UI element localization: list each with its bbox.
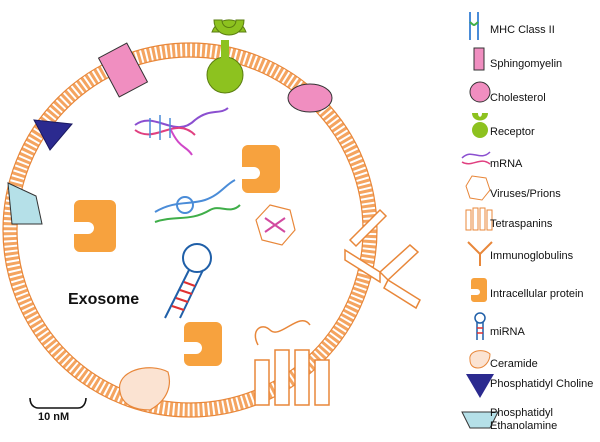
legend-item-mhc-class-ii: MHC Class II (448, 16, 600, 44)
legend-label: mRNA (490, 157, 523, 170)
legend-label: Viruses/Prions (490, 187, 561, 200)
phosphatidyl-choline-membrane (33, 119, 73, 151)
mrna-icon (461, 151, 491, 165)
tetraspanin-icon (465, 207, 493, 231)
mhc-class-ii-icon (469, 12, 479, 40)
legend-item-mirna: miRNA (448, 318, 600, 346)
phosphatidyl-ethanolamine-membrane (7, 182, 43, 225)
ceramide-icon (469, 350, 491, 369)
cholesterol-icon (469, 81, 491, 103)
intracellular-protein-left (74, 200, 116, 252)
mhc-class-ii-structure (154, 179, 241, 223)
ceramide-membrane (119, 367, 171, 411)
mirna-hairpin (164, 243, 212, 319)
legend-item-intracellular-protein: Intracellular protein (448, 280, 600, 308)
legend-label: Ceramide (490, 357, 538, 370)
legend-label: Immunoglobulins (490, 249, 574, 262)
legend-label: Tetraspanins (490, 217, 553, 230)
legend-label: MHC Class II (490, 23, 555, 36)
scale-bar-label: 10 nM (38, 411, 70, 423)
exosome-label: Exosome (68, 291, 140, 308)
immunoglobulin-icon (467, 241, 493, 266)
legend-item-sphingomyelin: Sphingomyelin (448, 50, 600, 78)
intracellular-protein-icon (471, 278, 487, 302)
sphingomyelin-icon (473, 47, 485, 71)
legend-item-tetraspanins: Tetraspanins (448, 210, 600, 238)
legend-item-cholesterol: Cholesterol (448, 84, 600, 112)
legend-label: Receptor (490, 125, 535, 138)
legend-item-receptor: Receptor (448, 118, 600, 146)
legend-item-viruses-prions: Viruses/Prions (448, 180, 600, 208)
legend-item-ceramide: Ceramide (448, 350, 600, 378)
receptor-icon (472, 113, 488, 138)
intracellular-protein-upper (242, 145, 280, 193)
legend-label: Intracellular protein (490, 287, 584, 300)
legend-item-immunoglobulins: Immunoglobulins (448, 242, 600, 270)
intracellular-protein-lower (184, 322, 222, 366)
legend-item-mrna: mRNA (448, 150, 600, 178)
phosphatidyl-choline-icon (466, 374, 494, 398)
cholesterol-membrane (287, 83, 333, 113)
legend-label: miRNA (490, 325, 525, 338)
receptor-membrane (206, 19, 247, 94)
mirna-icon (474, 312, 486, 340)
immunoglobulin-membrane (344, 208, 421, 310)
legend-item-phosphatidyl-choline: Phosphatidyl Choline (448, 370, 600, 398)
tetraspanin-membrane (254, 319, 330, 406)
mrna-molecule (134, 107, 229, 156)
legend-icons (461, 12, 499, 429)
virus-prion-particle (255, 204, 296, 246)
legend-item-phosphatidyl-ethanolamine: Phosphatidyl Ethanolamine (448, 406, 600, 434)
legend-label: Sphingomyelin (490, 57, 563, 70)
virus-prion-icon (465, 175, 491, 201)
scale-bar (29, 397, 87, 409)
sphingomyelin-membrane (97, 42, 149, 98)
legend-label: Phosphatidyl Choline (490, 377, 594, 390)
phosphatidyl-ethanolamine-icon (461, 411, 499, 429)
legend-label: Phosphatidyl Ethanolamine (490, 407, 558, 432)
legend-label: Cholesterol (490, 91, 546, 104)
